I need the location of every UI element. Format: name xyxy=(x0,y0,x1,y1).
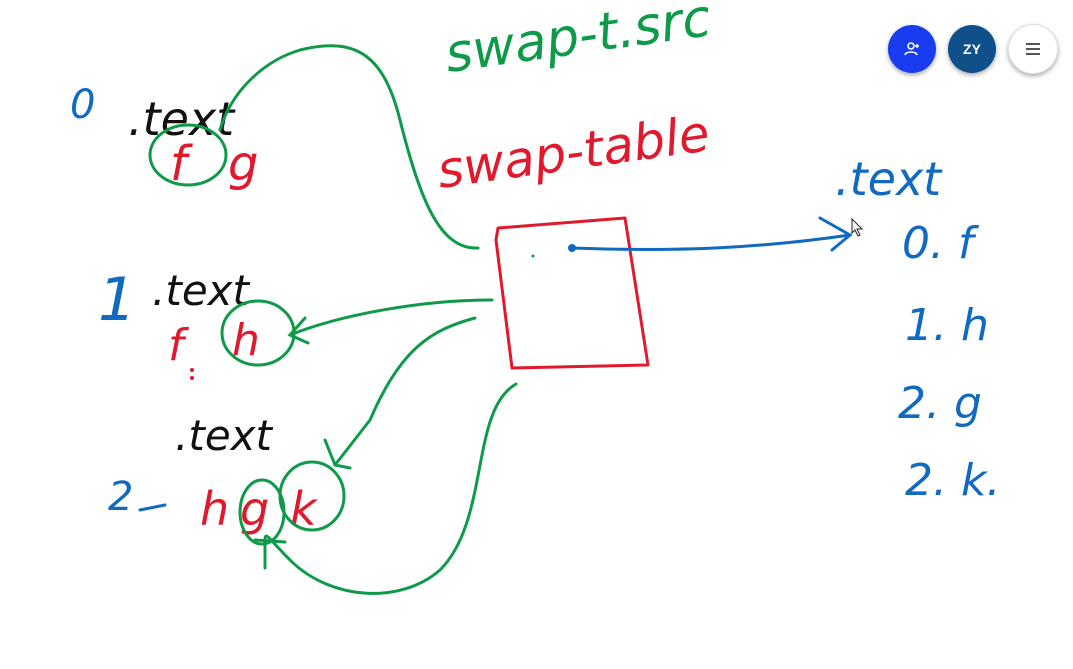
arrow-to-text xyxy=(570,233,852,251)
box-dot-small xyxy=(531,254,535,258)
ink-dot-2 xyxy=(190,376,194,380)
curve-top xyxy=(218,44,480,250)
right-row-1: 1. h xyxy=(905,300,989,351)
curve-middle xyxy=(288,298,494,337)
swap-table-box xyxy=(494,216,650,370)
title-swap-src: swap-t.src xyxy=(441,0,714,85)
menu-button[interactable] xyxy=(1008,24,1058,74)
label-g-0: g xyxy=(228,136,258,192)
right-text-label: .text xyxy=(835,152,943,206)
avatar-initials: ZY xyxy=(963,41,981,57)
right-row-2b: 2. k. xyxy=(905,455,1000,506)
label-num-0: 0 xyxy=(70,82,95,128)
avatar[interactable]: ZY xyxy=(948,25,996,73)
title-swap-table: swap-table xyxy=(434,104,713,200)
right-row-2a: 2. g xyxy=(898,378,982,429)
stroke-dash-2 xyxy=(138,503,167,512)
arrowhead-lower xyxy=(323,438,352,470)
label-k-2: k xyxy=(290,482,319,536)
arrowhead-right xyxy=(818,216,853,252)
right-row-0: 0. f xyxy=(902,218,980,269)
label-h-2: h xyxy=(200,482,229,536)
add-person-icon xyxy=(904,42,919,56)
label-num-2: 2 xyxy=(108,474,133,520)
circle-f-0 xyxy=(148,123,228,187)
ink-dot-1 xyxy=(190,368,194,372)
label-f-1: f xyxy=(168,320,190,371)
arrowhead-middle xyxy=(287,316,310,345)
curve-lower xyxy=(333,316,477,467)
hamburger-icon xyxy=(1026,43,1040,55)
curve-bottom xyxy=(263,382,518,595)
circle-k-2 xyxy=(278,460,346,532)
invite-button[interactable] xyxy=(888,25,936,73)
mouse-cursor-icon xyxy=(851,217,864,237)
label-text-1: .text xyxy=(152,266,251,315)
tick-bottom xyxy=(253,538,287,544)
top-right-toolbar: ZY xyxy=(888,24,1058,74)
label-num-1: 1 xyxy=(98,265,136,335)
label-text-2: .text xyxy=(175,411,274,460)
